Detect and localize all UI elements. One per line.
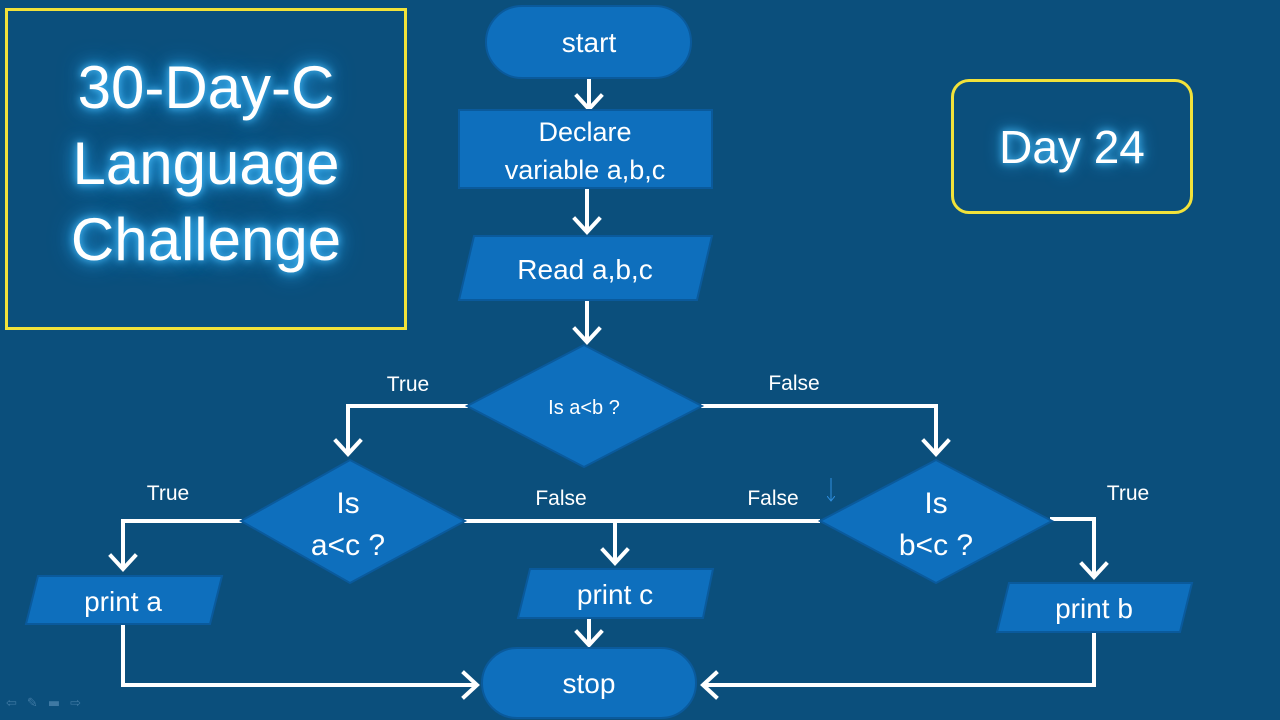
back-arrow-icon[interactable]: ⇦ <box>6 696 17 711</box>
read-input <box>457 235 714 301</box>
decision-bc-label-line1: Is <box>924 487 947 520</box>
day-badge: Day 24 <box>951 79 1193 214</box>
declare-label-line1: Declare <box>538 117 631 147</box>
decision-ac-label-line2: a<c ? <box>311 529 385 562</box>
declare-label-line2: variable a,b,c <box>505 155 666 185</box>
edge-bc-true <box>1050 517 1096 576</box>
edge-labels: True False True False False True <box>147 372 1149 510</box>
start-terminator <box>485 5 692 79</box>
forward-arrow-icon[interactable]: ⇨ <box>70 696 82 711</box>
screen-icon[interactable]: ▬ <box>47 696 61 711</box>
arrowhead <box>461 670 480 700</box>
decision-bc-label-line2: b<c ? <box>899 529 973 562</box>
ab-false-label: False <box>768 372 819 395</box>
edge-ac-true <box>121 519 242 568</box>
node-labels: start Declare variable a,b,c Read a,b,c … <box>84 27 1133 699</box>
print-c-output <box>516 568 715 619</box>
arrowhead <box>700 670 719 700</box>
arrowhead <box>574 629 604 648</box>
arrowhead <box>333 438 363 457</box>
start-label: start <box>562 27 617 58</box>
decision-ac-label-line1: Is <box>336 487 359 520</box>
ab-true-label: True <box>387 373 429 396</box>
edge-ab-true <box>346 404 468 453</box>
shapes <box>24 5 1194 719</box>
challenge-title: 30-Day-C Language Challenge <box>70 54 342 273</box>
slide-nav: ⇦ ✎ ▬ ⇨ <box>6 696 81 711</box>
arrowhead <box>600 547 630 566</box>
connectors <box>108 78 1109 700</box>
bc-false-label: False <box>747 487 798 510</box>
title-box: 30-Day-C Language Challenge <box>5 8 407 330</box>
decision-b-lt-c <box>817 458 1055 585</box>
pen-icon[interactable]: ✎ <box>26 696 38 711</box>
arrowhead <box>921 438 951 457</box>
day-label: Day 24 <box>999 120 1145 173</box>
arrowhead <box>572 216 602 235</box>
bc-true-label: True <box>1107 482 1149 505</box>
decision-a-lt-c <box>238 458 468 585</box>
decision-ab-label: Is a<b ? <box>548 397 620 419</box>
print-b-output <box>995 582 1194 633</box>
ac-true-label: True <box>147 482 189 505</box>
declare-process <box>458 109 713 189</box>
print-c-label: print c <box>577 579 653 610</box>
edge-print-b-stop <box>704 630 1096 687</box>
decision-a-lt-b <box>464 343 705 469</box>
stop-label: stop <box>563 668 616 699</box>
arrowhead <box>572 326 602 345</box>
edge-print-a-stop <box>121 622 476 687</box>
read-label: Read a,b,c <box>517 254 652 285</box>
print-a-label: print a <box>84 586 162 617</box>
arrowhead <box>1079 561 1109 580</box>
print-b-label: print b <box>1055 593 1133 624</box>
print-a-output <box>24 575 224 625</box>
stop-terminator <box>481 647 697 719</box>
ac-false-label: False <box>535 487 586 510</box>
arrowhead <box>108 553 138 572</box>
edge-ab-false <box>701 404 938 453</box>
